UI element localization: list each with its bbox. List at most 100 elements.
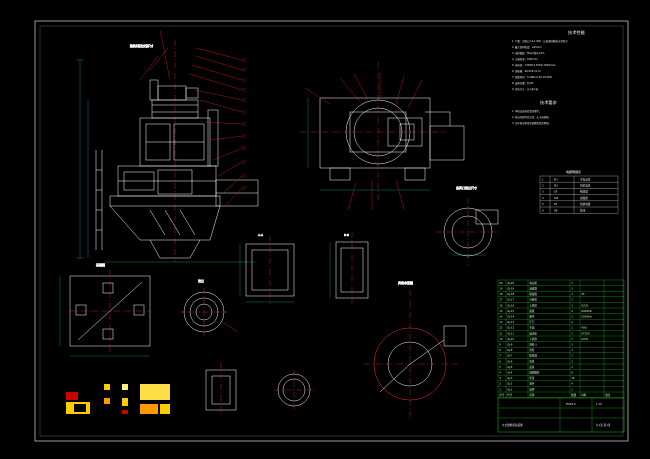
bom-cell: 16 (571, 376, 575, 380)
bom-cell: 13 (499, 320, 503, 324)
ring-view (274, 370, 314, 410)
bom-cell: GJ-3 (507, 376, 513, 380)
title-block: FM04.0 立式磨粉机总装图 1:10 共1张 第1张 (497, 397, 625, 433)
bom-cell: 1 (571, 359, 573, 363)
tech-notes-title: 技术要求 (540, 99, 558, 106)
section-a-view: A-A (239, 233, 295, 304)
bom-cell: 8 (499, 348, 501, 352)
electric-table-cell: 4 (542, 196, 544, 200)
bom-cell: GJ-17 (507, 298, 514, 302)
electric-table-cell: 断路器 (580, 190, 588, 194)
foundation-plan-view: 基础图 (59, 262, 151, 357)
tech-note-line: 2. 各运动部件应灵活，无卡滞现象。 (512, 115, 551, 119)
fan-detail-label: 出风口法兰尺寸 (456, 185, 477, 190)
bom-cell: 1 (499, 387, 501, 391)
bom-cell: GJ-2 (507, 382, 513, 386)
bom-cell: 垫铁 (529, 376, 535, 380)
main-front-view: 整机外形及安装尺寸 (76, 40, 259, 263)
color-swatches (66, 384, 170, 414)
tech-req-line: 4. 主轴转速：180r/min (512, 57, 538, 61)
bom-cell: GJ-8 (507, 348, 513, 352)
leader-balloons (242, 58, 246, 190)
bom-cell: 11 (499, 331, 503, 335)
bom-cell: 17 (499, 298, 503, 302)
bom-cell: 3 (499, 376, 501, 380)
electric-table-cell: 按钮 (580, 208, 586, 212)
swatch (140, 404, 158, 414)
bom-cell: GJ-19 (507, 287, 514, 291)
bom-cell: GJ-9 (507, 343, 513, 347)
bom-header-cell: 名称 (529, 393, 535, 397)
top-view-leaders (304, 72, 423, 211)
tech-req-line: 6. 减速器：ZLY250-31.5-I (512, 69, 541, 73)
sheet-info: 共1张 第1张 (596, 423, 611, 427)
swatch (122, 410, 128, 414)
section-a-label: A-A (258, 233, 264, 237)
bom-cell: 4 (499, 371, 501, 375)
bom-cell: 20 (499, 281, 503, 285)
swatch (122, 384, 128, 390)
bom-cell: 分级机 (529, 298, 537, 302)
flange-view: 法兰 (180, 278, 239, 336)
bom-cell: 16 (499, 303, 503, 307)
bom-cell: GJ-6 (507, 359, 513, 363)
bom-cell: GJ-11 (507, 331, 514, 335)
bom-cell: 风机 (529, 359, 535, 363)
electric-table-cell: FR (554, 202, 557, 206)
bom-cell: 1 (571, 298, 573, 302)
electric-table-cell: 1 (542, 177, 544, 181)
bom-cell: 轴承座 (529, 331, 537, 335)
bom-cell: 铭牌 (529, 387, 535, 391)
main-view-leaders (139, 29, 243, 206)
tech-req-line: 7. 配套风机：9-19No.6.3D 18.5kW (512, 75, 552, 79)
fan-layout-label: 风机布置图 (398, 280, 413, 285)
bom-cell: GJ-1 (507, 387, 513, 391)
foundation-label: 基础图 (96, 262, 105, 267)
bom-cell: 底座 (529, 365, 535, 369)
bom-cell: 磨辊 (529, 309, 535, 313)
bom-cell: 5 (499, 365, 501, 369)
bom-cell: 主轴 (529, 326, 535, 330)
fan-outlet-detail: 出风口法兰尺寸 (436, 185, 500, 266)
bom-cell: 9 (499, 343, 501, 347)
bom-cell: 油杯 (529, 382, 535, 386)
swatch (104, 384, 110, 390)
bom-cell: 1 (571, 365, 573, 369)
sheet-border (34, 20, 629, 442)
bom-cell: ZG65Mn (581, 309, 592, 313)
bom-cell: 19 (499, 287, 503, 291)
bom-cell: 15 (499, 309, 503, 313)
bom-cell: 4 (571, 309, 573, 313)
bom-cell: 1 (571, 354, 573, 358)
tech-req-line: 8. 设备总重：约12t (512, 81, 533, 85)
electric-table-cell: M1 (554, 177, 558, 181)
fan-layout-view: 风机布置图 (364, 280, 467, 420)
electric-table-title: 电器明细表 (566, 169, 581, 174)
bom-cell: 上机体 (529, 303, 537, 307)
bom-cell: 8 (571, 371, 573, 375)
electric-table-cell: 3 (542, 190, 544, 194)
bom-cell: 联轴器 (529, 292, 537, 296)
bom-header-cell: 序号 (499, 393, 505, 397)
electric-table-cell: 5 (542, 202, 544, 206)
bom-cell: 4 (571, 382, 573, 386)
bom-cell: 2 (571, 320, 573, 324)
electric-table-cell: 6 (542, 208, 544, 212)
bom-cell: 45 (581, 292, 585, 296)
bom-cell: 1 (571, 326, 573, 330)
bom-cell: 1 (571, 337, 573, 341)
tech-req-line: 5. 电动机：Y250M-4 55kW 1480r/min (512, 63, 556, 67)
small-box-view (205, 362, 237, 416)
bom-cell: GJ-7 (507, 354, 513, 358)
bom-cell: 进料斗 (529, 343, 537, 347)
drawing-scale: 1:10 (596, 402, 602, 406)
drawing-name: 立式磨粉机总装图 (502, 423, 523, 427)
section-b-view: B-B (329, 232, 369, 304)
electric-table-cell: QF (554, 190, 558, 194)
bom-cell: GJ-12 (507, 326, 514, 330)
bom-cell: 1 (571, 281, 573, 285)
bom-cell: 18 (499, 292, 503, 296)
